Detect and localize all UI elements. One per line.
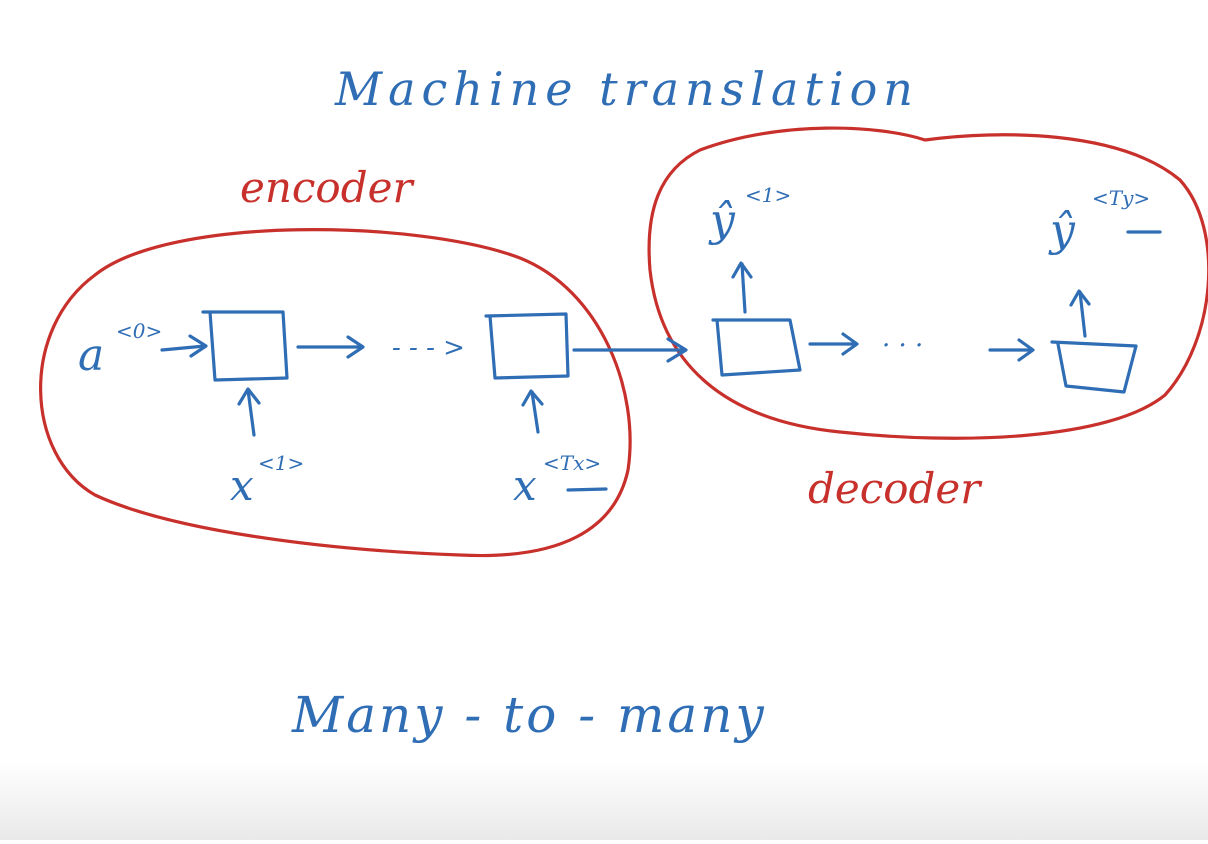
initial-activation-superscript: <0> (116, 319, 162, 343)
initial-activation-symbol: a (78, 330, 104, 381)
arrow-x1-to-cell1-head (237, 387, 261, 406)
decoder-outline (647, 126, 1208, 440)
decoder-first-output: ŷ <1> (708, 183, 791, 246)
last-output-symbol: ŷ (1048, 205, 1076, 256)
last-input-superscript: <Tx> (543, 451, 601, 475)
decoder-cell-last (1050, 340, 1138, 394)
first-output-superscript: <1> (745, 183, 791, 207)
decoder-ellipsis: · · · (882, 331, 923, 361)
decoder-cell-first (711, 318, 802, 377)
bottom-fade (0, 760, 1208, 840)
arrow-a0-to-cell1-head (188, 334, 208, 358)
decoder-last-output: ŷ <Ty> (1048, 186, 1162, 256)
arrow-cellTy-to-yTy-head (1069, 289, 1091, 307)
arrow-ellipsis-to-decoder-last-head (1017, 338, 1035, 362)
encoder-first-input: x <1> (230, 451, 304, 510)
title: Machine translation (334, 62, 919, 116)
arrow-cellTy-to-yTy (1078, 290, 1087, 338)
last-input-underline (566, 487, 608, 492)
arrow-encoder-to-decoder-head (666, 337, 688, 363)
encoder-last-input: x <Tx> (513, 451, 608, 510)
encoder-ellipsis: - - - > (392, 333, 465, 363)
decoder-label: decoder (808, 464, 983, 513)
first-input-superscript: <1> (258, 451, 304, 475)
arrow-x1-to-cell1 (246, 388, 256, 437)
encoder-cell-last (484, 312, 570, 380)
last-output-superscript: <Ty> (1092, 186, 1150, 210)
caption: Many - to - many (291, 686, 767, 744)
encoder-outline (39, 228, 632, 558)
encoder-label: encoder (240, 163, 415, 212)
arrow-cell1-to-y1-head (731, 261, 753, 279)
arrow-a0-to-cell1 (160, 344, 207, 352)
arrow-decoder-cell1-to-next-head (841, 332, 859, 356)
arrow-cell1-to-next-head (346, 335, 365, 359)
initial-activation: a <0> (78, 319, 162, 381)
arrow-xTx-to-cellTx-head (521, 389, 544, 407)
encoder-cell-first (201, 310, 289, 382)
arrow-cell1-to-y1 (740, 262, 747, 314)
first-output-symbol: ŷ (708, 195, 736, 246)
last-input-symbol: x (513, 461, 537, 510)
first-input-symbol: x (230, 461, 254, 510)
arrow-xTx-to-cellTx (530, 390, 540, 434)
